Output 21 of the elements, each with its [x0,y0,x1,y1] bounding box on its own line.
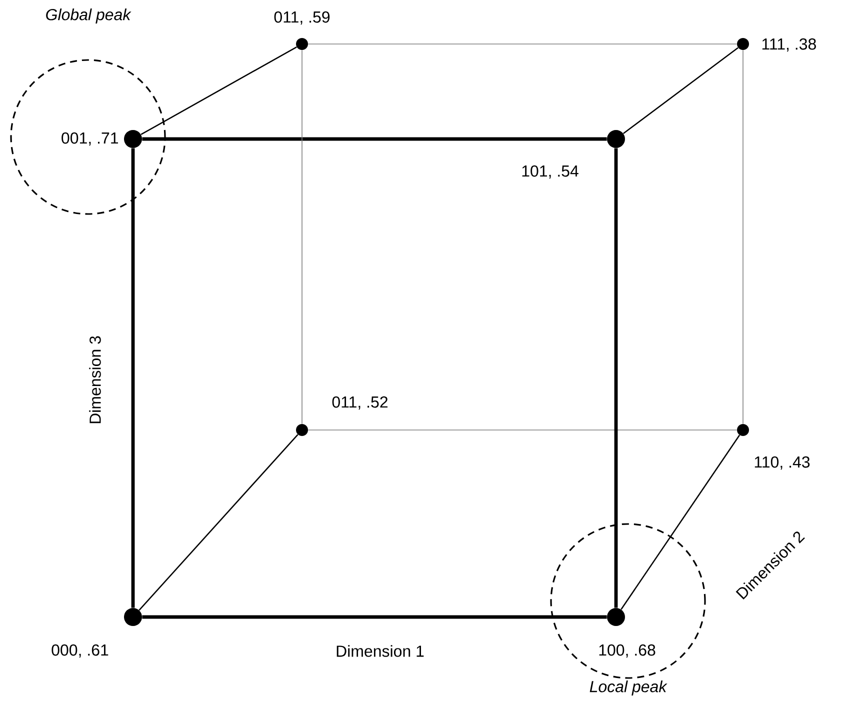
cube-edge [742,50,744,424]
cube-edge [620,434,740,610]
cube-edge [131,148,135,608]
circle-label: Global peak [46,8,132,24]
vertex-label: 101, .54 [522,165,578,179]
vertex-label: 111, .38 [762,38,816,52]
cube-edge [140,46,297,136]
vertex-label: 001, .71 [62,132,118,146]
axis-label: Dimension 3 [89,336,101,424]
cube-edge [142,137,607,141]
vertex-label: 100, .68 [599,644,656,658]
vertex-label: 011, .52 [332,396,388,410]
axis-label: Dimension 1 [336,645,424,657]
cube-edge [142,615,607,619]
vertex-label: 000, .61 [52,644,108,658]
cube-edge [138,434,298,611]
cube-edge [622,47,738,134]
cube-edge [614,148,618,608]
vertex-label: 110, .43 [754,456,810,470]
circle-label: Local peak [590,680,668,696]
vertex-label: 011, .59 [274,11,330,25]
